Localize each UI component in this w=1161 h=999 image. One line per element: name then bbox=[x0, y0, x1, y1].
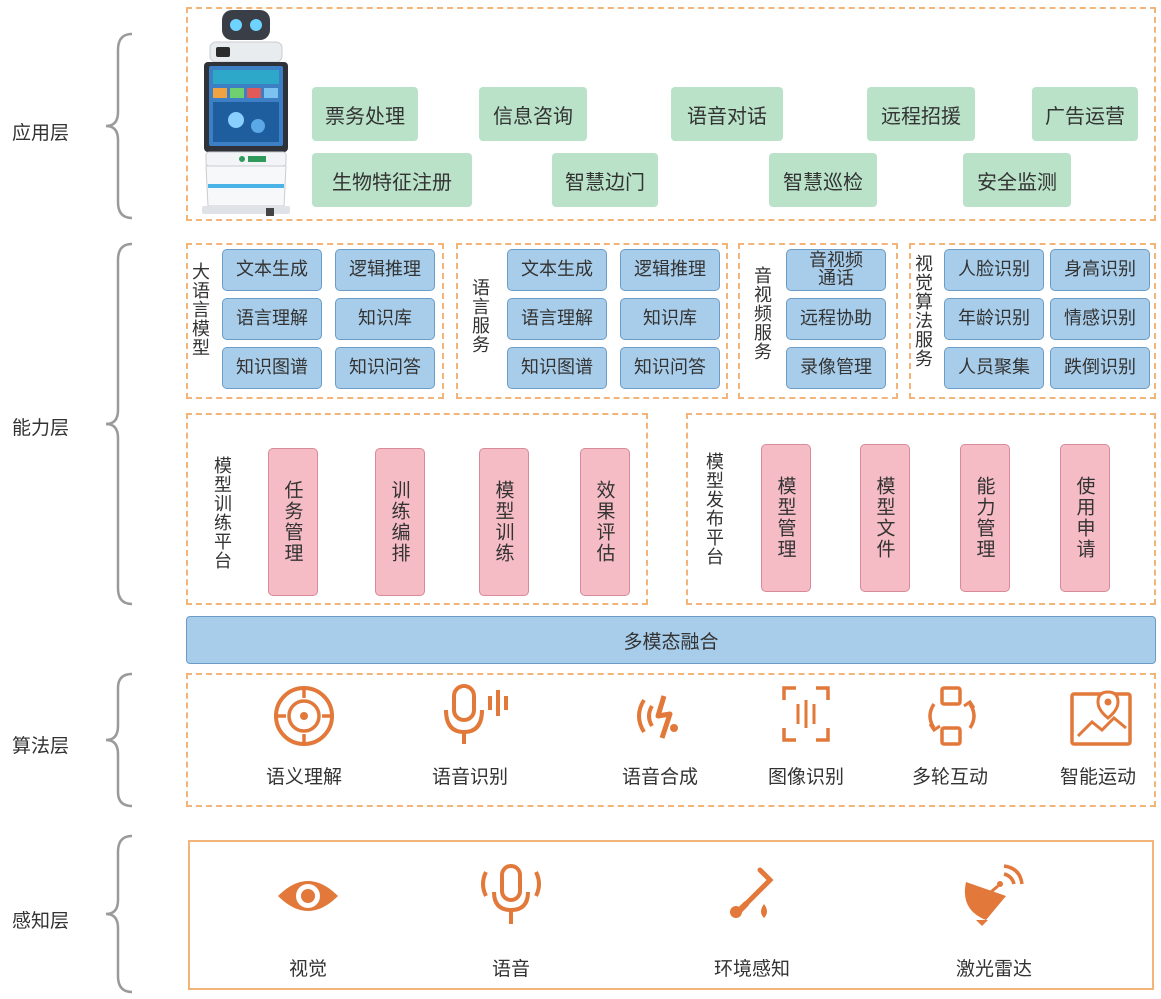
perception-label: 语音 bbox=[491, 958, 530, 980]
algo-label: 智能运动 bbox=[1059, 766, 1136, 788]
app-remote-assist: 远程招援 bbox=[867, 87, 975, 141]
training-item: 任务管理 bbox=[268, 448, 318, 596]
av-item-remote: 远程协助 bbox=[786, 298, 886, 340]
release-item: 模型管理 bbox=[761, 444, 811, 592]
vision-service-group bbox=[909, 243, 1156, 399]
language-item: 知识图谱 bbox=[507, 347, 607, 389]
robot-illustration bbox=[202, 10, 290, 216]
llm-group-title: 大语言模型 bbox=[189, 262, 210, 357]
target-icon bbox=[274, 686, 334, 746]
release-platform-group bbox=[686, 413, 1156, 605]
release-item: 能力管理 bbox=[960, 444, 1010, 592]
layer-label-algorithm: 算法层 bbox=[12, 735, 70, 757]
multimodal-fusion-bar: 多模态融合 bbox=[186, 616, 1156, 664]
layer-label-capability: 能力层 bbox=[12, 417, 70, 439]
brace-perception bbox=[105, 834, 133, 994]
llm-group bbox=[186, 243, 444, 399]
microphone-icon bbox=[481, 864, 541, 924]
perception-layer-box bbox=[188, 840, 1154, 990]
algo-label: 多轮互动 bbox=[911, 766, 988, 788]
language-item: 文本生成 bbox=[507, 249, 607, 291]
layer-label-application: 应用层 bbox=[12, 122, 70, 144]
app-info-consulting: 信息咨询 bbox=[479, 87, 587, 141]
av-service-group bbox=[738, 243, 898, 399]
mic-waves-icon bbox=[444, 684, 508, 744]
vision-item: 年龄识别 bbox=[944, 298, 1044, 340]
app-biometric-registration: 生物特征注册 bbox=[312, 153, 472, 207]
vision-item: 人脸识别 bbox=[944, 249, 1044, 291]
app-ad-operation: 广告运营 bbox=[1032, 87, 1138, 141]
training-item: 训练编排 bbox=[375, 448, 425, 596]
llm-item: 知识图谱 bbox=[222, 347, 322, 389]
layer-label-perception: 感知层 bbox=[12, 910, 70, 932]
llm-item: 文本生成 bbox=[222, 249, 322, 291]
language-service-title: 语言服务 bbox=[469, 278, 490, 354]
application-layer-box bbox=[186, 7, 1156, 221]
llm-item: 逻辑推理 bbox=[335, 249, 435, 291]
training-platform-title: 模型训练平台 bbox=[211, 456, 232, 570]
language-item: 语言理解 bbox=[507, 298, 607, 340]
algo-label: 语音识别 bbox=[431, 766, 508, 788]
av-item-call: 音视频通话 bbox=[786, 249, 886, 291]
language-service-group bbox=[456, 243, 728, 399]
release-item: 模型文件 bbox=[860, 444, 910, 592]
release-item: 使用申请 bbox=[1060, 444, 1110, 592]
llm-item: 语言理解 bbox=[222, 298, 322, 340]
release-platform-title: 模型发布平台 bbox=[703, 452, 724, 566]
algo-label: 语音合成 bbox=[621, 766, 698, 788]
training-platform-group bbox=[186, 413, 648, 605]
vision-item: 人员聚集 bbox=[944, 347, 1044, 389]
brace-algorithm bbox=[105, 672, 133, 808]
algo-label: 图像识别 bbox=[767, 766, 844, 788]
brace-application bbox=[105, 32, 133, 220]
av-service-title: 音视频服务 bbox=[751, 266, 772, 361]
algorithm-layer-box bbox=[186, 673, 1156, 807]
cycle-icon bbox=[928, 686, 976, 746]
vision-item: 身高识别 bbox=[1050, 249, 1150, 291]
algo-label: 语义理解 bbox=[265, 766, 342, 788]
scan-frame-icon bbox=[782, 686, 830, 742]
vision-item: 跌倒识别 bbox=[1050, 347, 1150, 389]
training-item: 模型训练 bbox=[479, 448, 529, 596]
eye-icon bbox=[278, 881, 338, 911]
app-smart-gate: 智慧边门 bbox=[552, 153, 658, 207]
language-item: 知识库 bbox=[620, 298, 720, 340]
perception-label: 视觉 bbox=[288, 958, 327, 980]
radar-dish-icon bbox=[964, 864, 1024, 926]
app-ticketing: 票务处理 bbox=[312, 87, 418, 141]
brace-capability bbox=[105, 242, 133, 606]
language-item: 逻辑推理 bbox=[620, 249, 720, 291]
vision-service-title: 视觉算法服务 bbox=[912, 254, 933, 368]
sound-wave-icon bbox=[637, 695, 678, 739]
thermometer-icon bbox=[730, 867, 774, 918]
av-item-recording: 录像管理 bbox=[786, 347, 886, 389]
app-safety-monitoring: 安全监测 bbox=[963, 153, 1071, 207]
llm-item: 知识问答 bbox=[335, 347, 435, 389]
app-voice-dialogue: 语音对话 bbox=[671, 87, 783, 141]
training-item: 效果评估 bbox=[580, 448, 630, 596]
perception-label: 激光雷达 bbox=[955, 958, 1032, 980]
map-pin-icon bbox=[1070, 690, 1132, 746]
language-item: 知识问答 bbox=[620, 347, 720, 389]
llm-item: 知识库 bbox=[335, 298, 435, 340]
vision-item: 情感识别 bbox=[1050, 298, 1150, 340]
app-smart-inspection: 智慧巡检 bbox=[769, 153, 877, 207]
perception-label: 环境感知 bbox=[713, 958, 790, 980]
